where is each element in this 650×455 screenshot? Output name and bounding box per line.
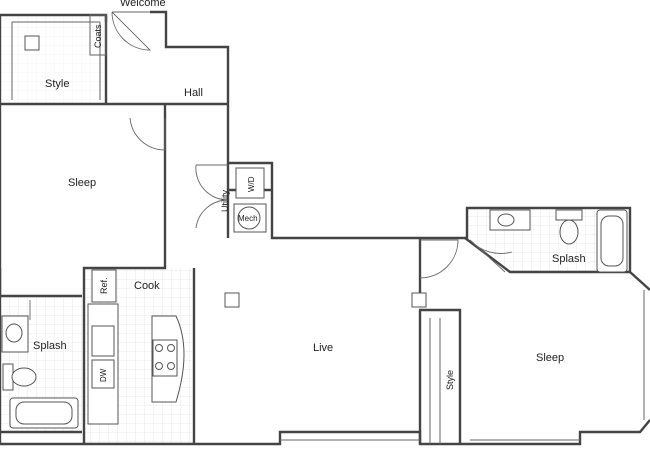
label-splash-right: Splash: [552, 253, 586, 265]
label-sleep-left: Sleep: [68, 177, 96, 189]
label-live: Live: [313, 342, 333, 354]
dishwasher: [91, 359, 115, 389]
column: [224, 292, 240, 308]
column: [24, 35, 40, 51]
label-style-left: Style: [45, 78, 69, 90]
burner: [167, 344, 175, 352]
toilet-bowl-right: [559, 219, 579, 245]
refrigerator: [91, 269, 117, 303]
label-welcome: Welcome: [120, 0, 166, 9]
burner: [167, 362, 175, 370]
doors: [29, 11, 513, 320]
label-splash-left: Splash: [33, 340, 67, 352]
entry-tile-floor: [0, 16, 106, 104]
bathtub-left-inner: [15, 401, 73, 425]
toilet-bowl-left: [11, 367, 37, 387]
mech-circle: [237, 206, 261, 230]
coats-closet: [89, 14, 107, 56]
toilet-tank-right: [555, 209, 583, 221]
label-wd: W/D: [247, 176, 256, 192]
sink-left: [5, 323, 23, 343]
label-sleep-right: Sleep: [536, 352, 564, 364]
burner: [155, 344, 163, 352]
label-cook: Cook: [134, 280, 160, 292]
label-hall: Hall: [184, 87, 203, 99]
column: [411, 292, 427, 308]
sink-right: [497, 213, 515, 227]
kitchen-sink: [91, 325, 115, 357]
washer-dryer: [235, 167, 265, 199]
label-utility: Utility: [220, 190, 230, 212]
burner: [155, 362, 163, 370]
label-dw: DW: [99, 368, 108, 382]
label-coats: Coats: [93, 24, 103, 48]
label-mech: Mech: [238, 214, 258, 223]
label-style-right: Style: [445, 370, 455, 390]
label-ref: Ref.: [99, 277, 109, 294]
bathtub-right-inner: [600, 215, 624, 267]
windows: [11, 21, 645, 441]
